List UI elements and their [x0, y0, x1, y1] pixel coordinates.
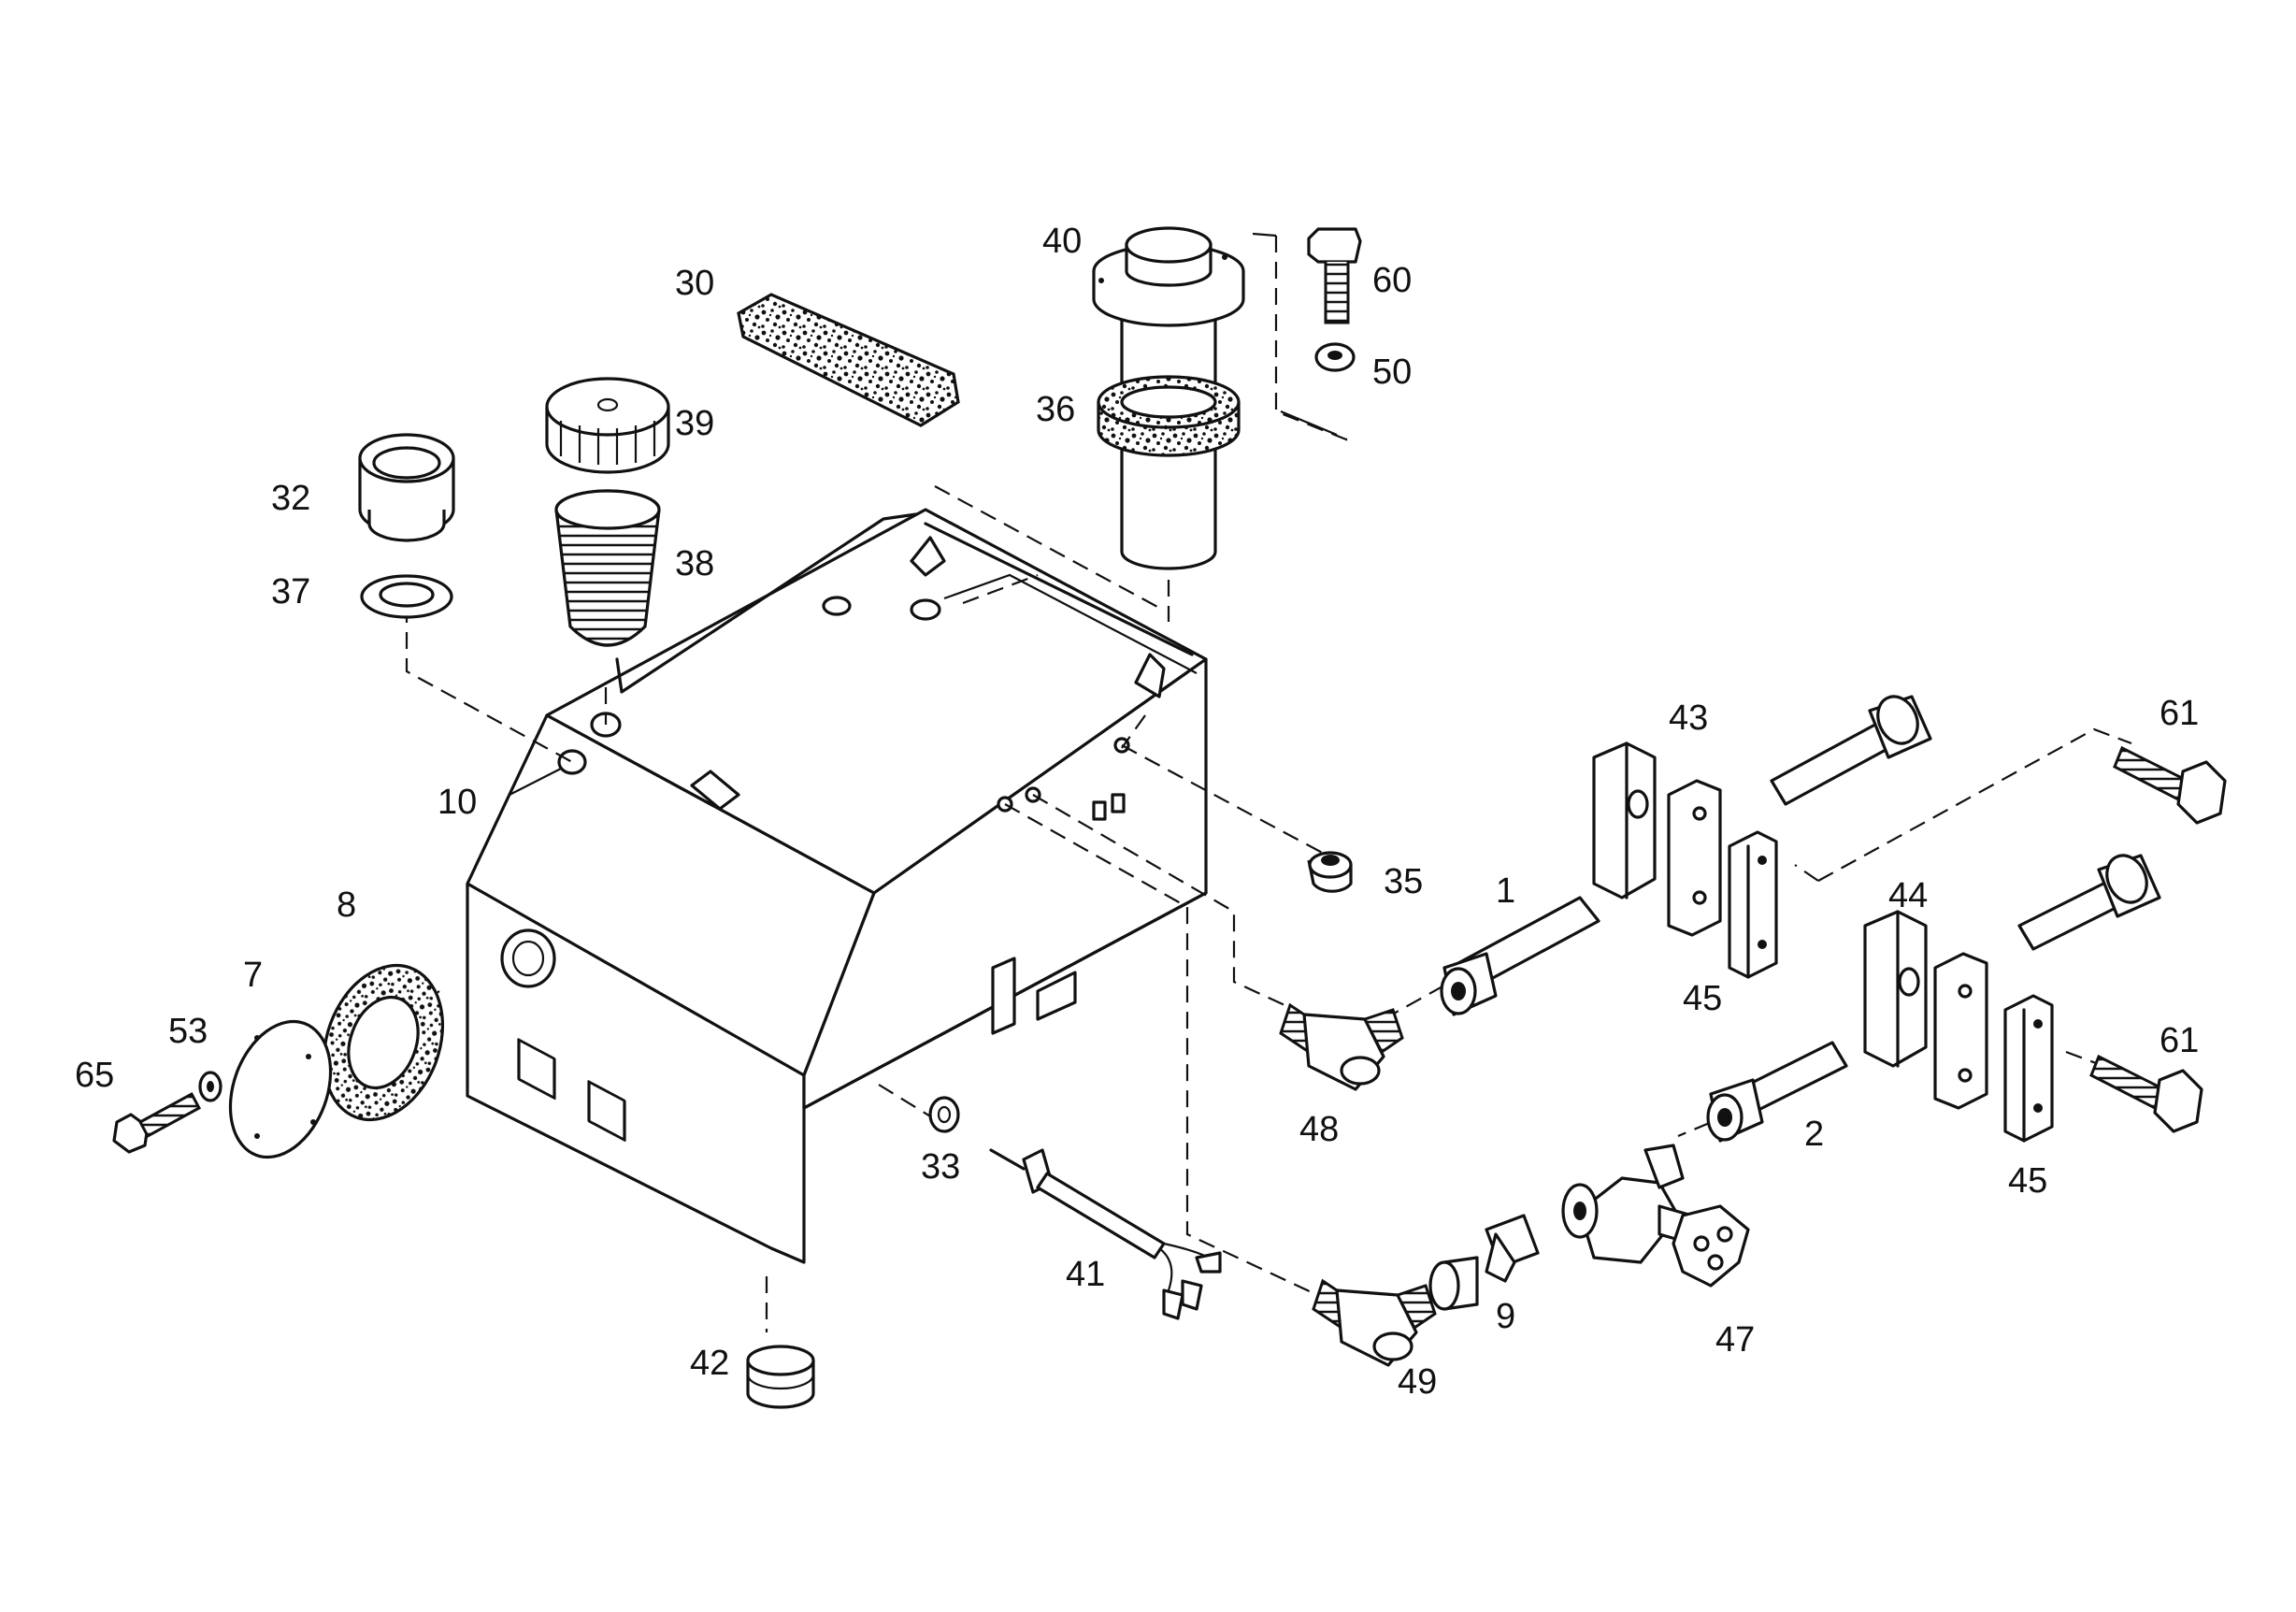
label-part-48: 48	[1299, 1110, 1339, 1149]
part-2-adapter	[1706, 1041, 1848, 1143]
part-44-clamp	[1863, 910, 1988, 1110]
label-part-36: 36	[1036, 390, 1075, 429]
part-9-fitting	[1428, 1214, 1540, 1311]
part-61-bolt-b	[2089, 1054, 2203, 1133]
pipe-upper	[1770, 695, 1932, 806]
part-37-washer	[360, 574, 453, 619]
label-part-41: 41	[1066, 1255, 1105, 1294]
label-part-61a: 61	[2160, 694, 2199, 733]
part-1-adapter	[1440, 896, 1600, 1016]
part-45-plate-b	[2003, 994, 2054, 1143]
pipe-lower	[2017, 854, 2161, 951]
part-7-cover	[228, 1019, 333, 1159]
part-38-strainer	[554, 489, 661, 647]
label-part-32: 32	[271, 479, 310, 518]
label-part-44: 44	[1888, 876, 1928, 915]
part-42-plug	[746, 1345, 815, 1409]
label-part-33: 33	[921, 1147, 960, 1187]
part-39-cap	[545, 377, 670, 474]
label-part-47: 47	[1715, 1320, 1755, 1360]
part-65-bolt	[112, 1091, 202, 1154]
part-33-washer	[928, 1096, 960, 1133]
part-41-probe	[989, 1148, 1222, 1320]
part-labels: 1 2 7 8 9 10 30 32 33 35 36 37 38 39 40 …	[75, 222, 2199, 1402]
part-60-bolt	[1307, 227, 1362, 324]
label-part-7: 7	[243, 956, 263, 995]
label-part-42: 42	[690, 1344, 729, 1383]
part-45-plate-a	[1728, 830, 1778, 979]
part-48-elbow	[1279, 1002, 1404, 1091]
leader-10	[509, 768, 562, 796]
label-part-10: 10	[438, 783, 477, 822]
part-50-washer	[1314, 342, 1356, 372]
label-part-38: 38	[675, 544, 714, 583]
part-61-bolt-a	[2113, 745, 2227, 825]
part-8-gasket	[322, 963, 445, 1122]
part-53-washer	[198, 1071, 222, 1102]
part-43-clamp	[1592, 741, 1722, 937]
part-47-valve	[1561, 1144, 1750, 1288]
label-part-35: 35	[1384, 862, 1423, 901]
label-part-60: 60	[1372, 261, 1412, 300]
label-part-45a: 45	[1683, 979, 1722, 1018]
part-35-plug	[1307, 851, 1353, 893]
label-part-9: 9	[1496, 1297, 1515, 1336]
label-part-1: 1	[1496, 871, 1515, 911]
label-part-53: 53	[168, 1012, 208, 1051]
label-part-49: 49	[1398, 1362, 1437, 1402]
label-part-50: 50	[1372, 353, 1412, 392]
part-49-elbow	[1312, 1278, 1437, 1367]
label-part-40: 40	[1042, 222, 1082, 261]
main-housing	[466, 508, 1208, 1264]
label-part-39: 39	[675, 404, 714, 443]
label-part-37: 37	[271, 572, 310, 612]
label-part-61b: 61	[2160, 1021, 2199, 1060]
part-30-pad	[737, 293, 960, 427]
part-40-36-heater	[1092, 226, 1338, 570]
label-part-45b: 45	[2008, 1161, 2047, 1201]
part-32-breather	[358, 433, 455, 542]
label-part-8: 8	[337, 885, 356, 925]
label-part-65: 65	[75, 1056, 114, 1095]
label-part-43: 43	[1669, 698, 1708, 738]
label-part-30: 30	[675, 264, 714, 303]
label-part-2: 2	[1804, 1115, 1824, 1154]
